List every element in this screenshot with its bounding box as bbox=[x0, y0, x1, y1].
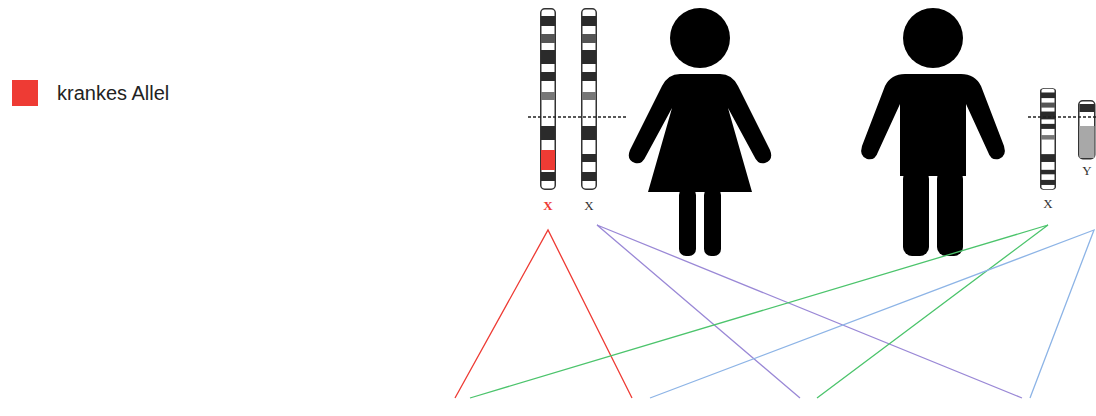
legend-entry: krankes Allel bbox=[12, 80, 169, 106]
centromere-line bbox=[1028, 116, 1096, 117]
y-band bbox=[1080, 104, 1095, 112]
chromosome-label: X bbox=[1043, 197, 1052, 210]
y-band bbox=[1080, 126, 1095, 158]
chromosome bbox=[1041, 88, 1056, 189]
man-silhouette bbox=[861, 8, 1005, 256]
chromosome-label: Y bbox=[1082, 164, 1091, 177]
father-chromosomes bbox=[1028, 88, 1096, 189]
chromosome bbox=[541, 9, 556, 190]
legend-label: krankes Allel bbox=[57, 82, 169, 105]
chromosome bbox=[582, 9, 597, 190]
y-chromosome bbox=[1079, 101, 1095, 159]
chromosome-label: X bbox=[584, 199, 593, 212]
disease-allel-band bbox=[541, 150, 555, 170]
chromosome-label: X bbox=[543, 199, 552, 212]
mother-chromosomes bbox=[528, 9, 628, 190]
legend-swatch bbox=[12, 80, 38, 106]
centromere-line bbox=[528, 116, 628, 117]
inheritance-lines bbox=[455, 225, 1094, 398]
woman-silhouette bbox=[629, 8, 771, 256]
